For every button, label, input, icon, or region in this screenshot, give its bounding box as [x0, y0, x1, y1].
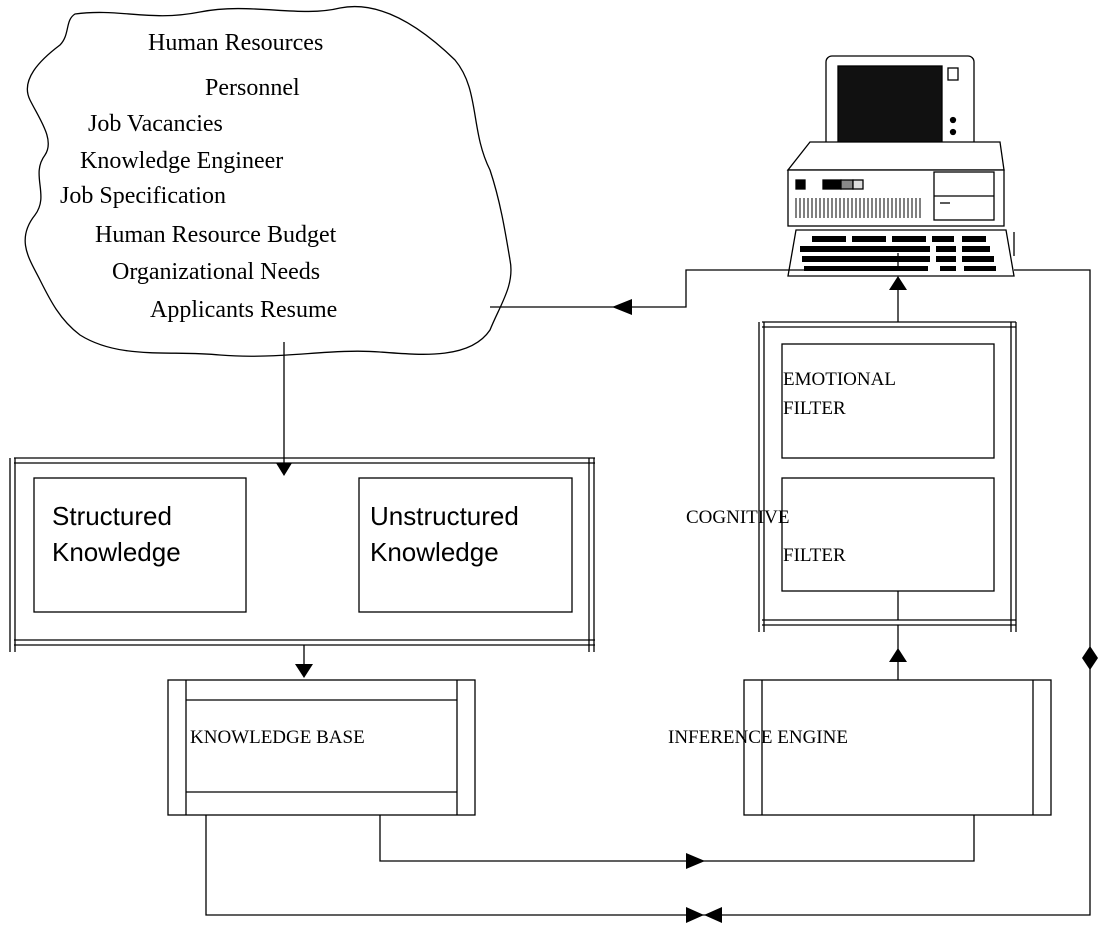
monitor-knob-1	[949, 116, 957, 124]
arrow-down-right-side	[1082, 658, 1098, 670]
power-led	[795, 179, 806, 190]
floppy-slot-3	[852, 179, 864, 190]
system-unit-top	[786, 141, 1005, 171]
keyboard-keys	[800, 236, 996, 271]
knowledge-base-label: KNOWLEDGE BASE	[190, 727, 365, 748]
unstructured-label-1: Unstructured	[370, 501, 519, 531]
computer-terminal-icon	[786, 55, 1015, 277]
structured-knowledge-box	[33, 477, 247, 613]
knowledge-panel	[9, 457, 595, 652]
monitor-knob-2	[949, 128, 957, 136]
knowledge-base-box	[167, 679, 476, 816]
arrow-down-to-kb	[295, 664, 313, 678]
cloud-line-4: Knowledge Engineer	[80, 148, 283, 174]
cloud-outline	[24, 6, 512, 357]
arrow-up-to-computer	[889, 276, 907, 290]
arrow-up-right-side	[1082, 646, 1098, 658]
vent-grille	[795, 198, 921, 218]
floppy-slot-1	[822, 179, 842, 190]
emotional-label-2: FILTER	[783, 398, 846, 419]
cloud-line-3: Job Vacancies	[88, 111, 223, 137]
cloud-line-6: Human Resource Budget	[95, 222, 337, 248]
cloud-line-1: Human Resources	[148, 30, 323, 56]
cloud-line-7: Organizational Needs	[112, 259, 320, 285]
arrow-right-center	[686, 907, 704, 923]
structured-label-2: Knowledge	[52, 537, 181, 567]
floppy-slot-2	[840, 179, 854, 190]
filter-panel	[758, 321, 1017, 632]
cognitive-filter-box	[781, 477, 995, 592]
kb-to-engine-connector	[379, 815, 975, 862]
cloud-line-5: Job Specification	[60, 183, 226, 209]
emotional-label-1: EMOTIONAL	[783, 369, 896, 390]
inference-engine-box	[743, 679, 1052, 816]
inference-engine-label: INFERENCE ENGINE	[668, 727, 848, 748]
kb-return-connector	[205, 269, 1091, 916]
arrow-left-center	[704, 907, 722, 923]
monitor-screen	[837, 65, 943, 153]
arrow-up-to-filter	[889, 648, 907, 662]
monitor-button	[947, 67, 959, 81]
unstructured-label-2: Knowledge	[370, 537, 499, 567]
cognitive-label-2: FILTER	[783, 545, 846, 566]
cloud-line-8: Applicants Resume	[150, 297, 337, 323]
emotional-filter-box	[781, 343, 995, 459]
resources-cloud: Human Resources Personnel Job Vacancies …	[24, 6, 512, 357]
cognitive-label-1: COGNITIVE	[686, 507, 789, 528]
arrow-left-to-cloud	[612, 299, 632, 315]
structured-label-1: Structured	[52, 501, 172, 531]
arrow-right-to-engine	[686, 853, 705, 869]
unstructured-knowledge-box	[358, 477, 573, 613]
arrow-down-to-knowledge	[276, 463, 292, 476]
cloud-line-2: Personnel	[205, 75, 300, 101]
